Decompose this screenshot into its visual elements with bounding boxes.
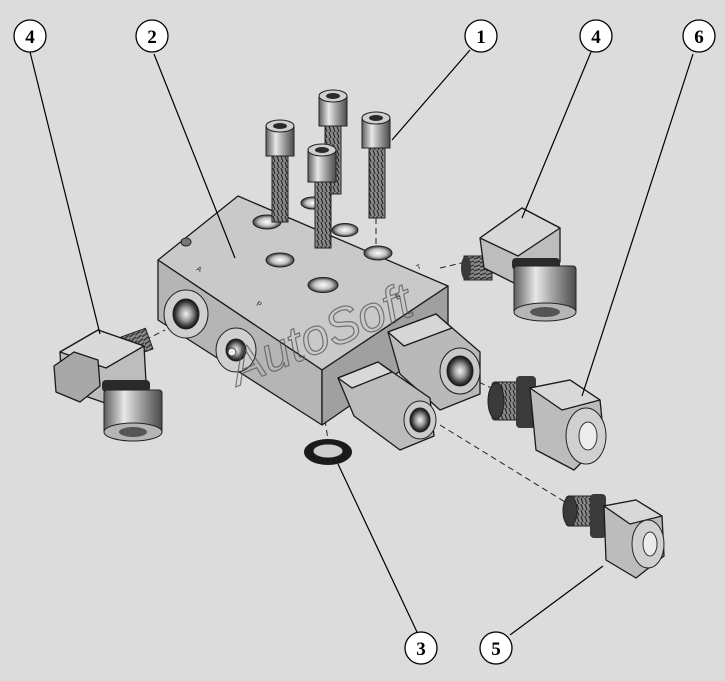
block-side-fittings xyxy=(337,313,481,451)
angle-fitting-left xyxy=(53,327,163,442)
socket-head-bolt xyxy=(361,111,391,219)
callout-balloon: 2 xyxy=(135,19,169,53)
svg-text:B: B xyxy=(395,293,403,302)
straight-fitting-small xyxy=(562,494,665,579)
callout-balloon: 1 xyxy=(464,19,498,53)
callout-balloon: 6 xyxy=(682,19,716,53)
sealing-washer xyxy=(304,439,352,465)
callout-balloon: 5 xyxy=(479,631,513,665)
callout-label: 1 xyxy=(476,27,486,48)
socket-head-bolt xyxy=(307,143,337,249)
straight-fitting-large xyxy=(487,376,607,471)
callout-label: 2 xyxy=(147,27,157,48)
svg-text:A: A xyxy=(195,266,203,275)
callout-label: 3 xyxy=(416,639,426,660)
angle-fitting-right xyxy=(461,207,577,322)
svg-text:T: T xyxy=(416,263,424,272)
front-ports xyxy=(163,289,257,373)
callout-balloon: 4 xyxy=(579,19,613,53)
socket-head-bolts xyxy=(265,89,391,249)
socket-head-bolt xyxy=(265,119,295,223)
callout-balloon: 4 xyxy=(13,19,47,53)
leader-lines xyxy=(29,49,694,636)
callout-label: 4 xyxy=(25,27,35,48)
callout-label: 5 xyxy=(491,639,501,660)
svg-text:P: P xyxy=(255,301,263,310)
callout-label: 6 xyxy=(694,27,704,48)
callout-label: 4 xyxy=(591,27,601,48)
callout-balloon: 3 xyxy=(404,631,438,665)
